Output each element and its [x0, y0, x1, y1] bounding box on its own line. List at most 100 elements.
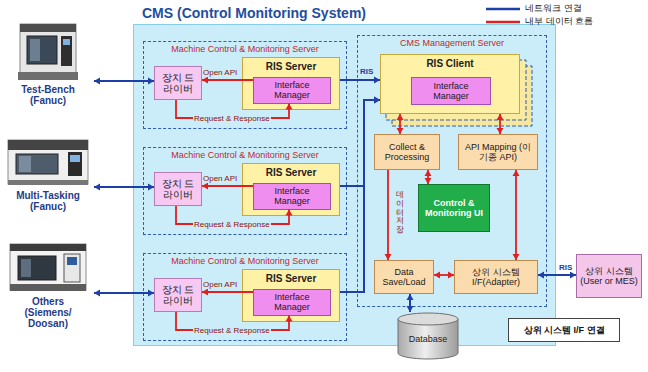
node-text: Control & Monitoring UI: [422, 198, 486, 219]
machine-body: [20, 24, 76, 78]
driver-box: 장치 드라이버: [154, 172, 202, 206]
heading-text: Machine Control & Monitoring Server: [144, 44, 346, 55]
machine-base: [18, 72, 78, 80]
heading-text: CMS (Control Monitoring System): [142, 5, 366, 22]
module-box: RIS ServerInterface Manager: [242, 163, 340, 216]
arrow-head: [94, 78, 100, 85]
node-text: Interface Manager: [257, 80, 327, 101]
interface-box: Interface Manager: [253, 77, 331, 104]
heading-text: Machine Control & Monitoring Server: [144, 256, 346, 267]
connector-label: RIS: [558, 263, 573, 272]
connector-label: Request & Response: [193, 220, 271, 229]
node-text: 장치 드라이버: [158, 178, 198, 201]
node-text: Others (Siemens/ Doosan): [11, 296, 85, 329]
database-node: Database: [396, 312, 460, 360]
connector-arrow: [94, 186, 154, 188]
connector-arrow: [340, 100, 380, 292]
heading-text: RIS Server: [243, 167, 339, 179]
node-text: Data Save/Load: [378, 267, 430, 288]
machine-illustration: [6, 234, 90, 294]
heading-text: CMS Management Server: [358, 38, 546, 49]
arrow-head: [397, 114, 404, 120]
driver-box: 장치 드라이버: [154, 66, 202, 100]
driver-box: 장치 드라이버: [154, 278, 202, 312]
machine-window: [16, 154, 58, 174]
connector-label: RIS: [359, 67, 374, 76]
connector-label: Open API: [202, 174, 238, 183]
connector-arrow: [387, 170, 389, 260]
connector-label: Open API: [202, 280, 238, 289]
arrow-head: [286, 104, 293, 110]
machine-screen: [63, 39, 70, 45]
machine-top: [8, 140, 88, 150]
external-system-box: 상위 시스템 (User or MES): [576, 254, 642, 298]
connector-arrow: [340, 100, 380, 186]
machine-panel: [68, 152, 82, 176]
process-box: Data Save/Load: [374, 260, 434, 294]
machine-window: [27, 36, 57, 64]
arrow-head: [286, 316, 293, 322]
connector-label: Request & Response: [193, 114, 271, 123]
arrow-head: [385, 254, 392, 260]
connector-label: 데이터 저장: [396, 191, 404, 235]
connector-arrow: [202, 79, 253, 81]
legend-line-sample: [486, 21, 520, 24]
heading-text: RIS Server: [243, 273, 339, 285]
node-text: 상위 시스템 (User or MES): [580, 266, 638, 287]
node-text: 장치 드라이버: [158, 284, 198, 307]
process-box: Collect & Processing: [374, 134, 440, 170]
arrow-head: [425, 178, 432, 184]
machine-body: [8, 140, 88, 184]
arrow-head: [570, 272, 576, 279]
interface-box: Interface Manager: [253, 183, 331, 210]
connector-arrow: [202, 291, 253, 293]
machine-panel: [64, 254, 80, 282]
arrow-head: [202, 77, 208, 84]
node-text: Interface Manager: [415, 81, 487, 102]
arrow-head: [148, 184, 154, 191]
node-text: Interface Manager: [257, 186, 327, 207]
machine-base: [10, 284, 86, 291]
machine-illustration: [6, 128, 90, 188]
arrow-head: [425, 170, 432, 176]
connector-arrow: [202, 185, 253, 187]
node-text: 상위 시스템 I/F 연결: [524, 325, 605, 335]
machine-screen: [70, 155, 80, 162]
legend-text: 내부 데이터 흐름: [525, 16, 593, 27]
connector-label: Open API: [202, 68, 238, 77]
arrow-head: [497, 128, 504, 134]
arrow-head: [202, 289, 208, 296]
connector-arrow: [94, 292, 154, 294]
interface-box: Interface Manager: [253, 289, 331, 316]
machine-glass: [21, 259, 31, 277]
arrow-head: [148, 290, 154, 297]
legend-line-sample: [486, 8, 520, 11]
module-box: RIS ClientInterface Manager: [380, 54, 520, 114]
machine-top: [20, 24, 76, 32]
arrow-head: [148, 78, 154, 85]
machine-glass: [19, 156, 31, 172]
machine-glass: [30, 39, 40, 61]
machine-panel: [61, 36, 72, 66]
server-group: CMS Management ServerRIS ClientInterface…: [357, 35, 547, 307]
arrow-head: [497, 114, 504, 120]
node-text: 장치 드라이버: [158, 72, 198, 95]
machine-window: [18, 256, 56, 280]
machine-figure: Others (Siemens/ Doosan): [2, 234, 94, 346]
legend-text: 네트워크 연결: [525, 3, 582, 14]
node-text: 상위 시스템 I/F(Adapter): [458, 267, 534, 288]
arrow-head: [407, 294, 414, 300]
machine-figure: Multi-Tasking (Fanuc): [2, 128, 94, 230]
machine-illustration: [6, 22, 90, 82]
arrow-head: [513, 170, 520, 176]
arrow-head: [448, 272, 454, 279]
module-box: RIS ServerInterface Manager: [242, 269, 340, 322]
machine-body: [10, 244, 86, 290]
arrow-head: [374, 77, 380, 84]
machine-base: [8, 180, 88, 185]
arrow-head: [374, 97, 380, 104]
machine-figure: Test-Bench (Fanuc): [2, 22, 94, 124]
arrow-head: [397, 128, 404, 134]
